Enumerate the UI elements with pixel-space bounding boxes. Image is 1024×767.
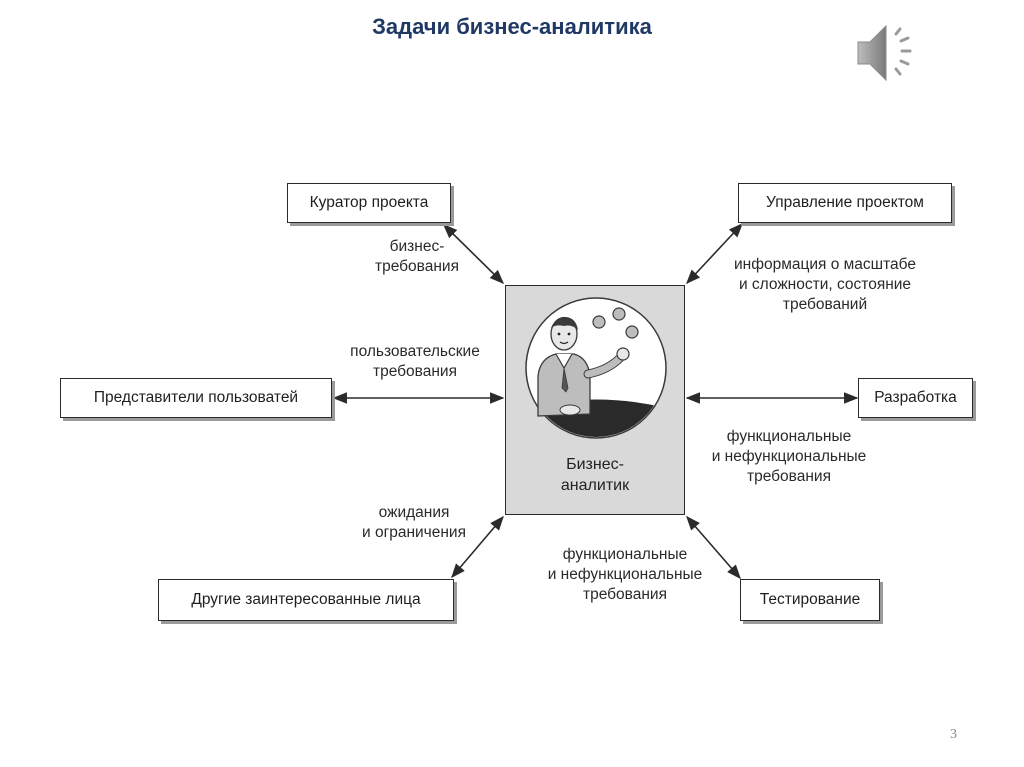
arrow-others	[451, 515, 504, 579]
arrow-testing	[686, 515, 741, 580]
box-testing: Тестирование	[740, 579, 880, 621]
label-scope-info: информация о масштабе и сложности, состо…	[734, 256, 916, 313]
box-project-management: Управление проектом	[738, 183, 952, 223]
box-other-stakeholders: Другие заинтересованные лица	[158, 579, 454, 621]
juggler-illustration	[525, 297, 667, 439]
label-dev-requirements: функциональные и нефункциональные требов…	[711, 428, 867, 485]
arrow-pm	[686, 222, 743, 285]
label-expectations: ожидания и ограничения	[361, 504, 466, 541]
box-curator: Куратор проекта	[287, 183, 451, 223]
center-label: Бизнес- аналитик	[560, 456, 630, 494]
speaker-icon[interactable]	[852, 20, 924, 86]
page-number: 3	[950, 727, 957, 742]
business-analyst-node: Бизнес- аналитик	[505, 285, 685, 515]
page-title: Задачи бизнес-аналитика	[372, 14, 652, 39]
label-test-requirements: функциональные и нефункциональные требов…	[547, 546, 703, 603]
box-development: Разработка	[858, 378, 973, 418]
label-user-requirements: пользовательские требования	[350, 343, 480, 380]
label-business-requirements: бизнес- требования	[375, 238, 459, 275]
box-user-representatives: Представители пользоватей	[60, 378, 332, 418]
arrow-curator	[442, 223, 505, 285]
